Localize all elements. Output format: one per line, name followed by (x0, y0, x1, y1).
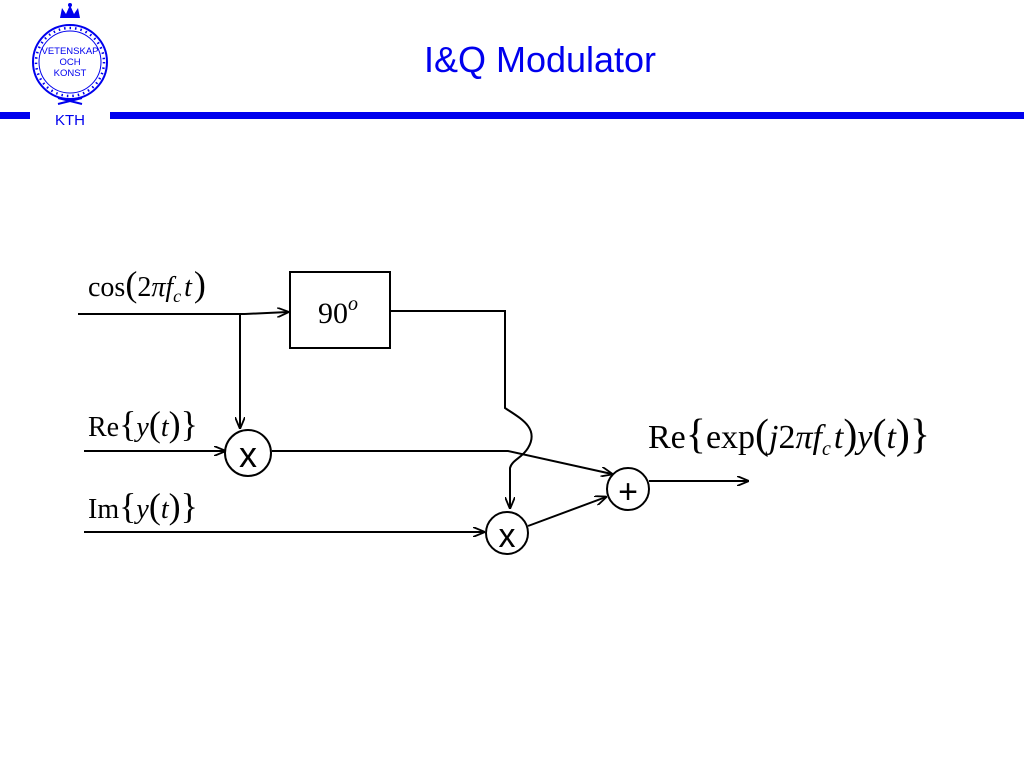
kth-logo: VETENSKAP OCH KONST KTH (32, 3, 108, 128)
phase-to-q-mixer-wire (390, 310, 533, 508)
carrier-to-phase-wire (244, 312, 288, 314)
header-rule (0, 112, 1024, 119)
header-rule-gap (30, 106, 110, 128)
i-mixer-symbol: x (239, 434, 257, 475)
q-input-label: Im{y(t)} (88, 486, 198, 526)
logo-name: KTH (55, 112, 85, 128)
i-input-label: Re{y(t)} (88, 404, 198, 444)
q-mixer-symbol: x (499, 517, 516, 555)
adder (606, 467, 650, 511)
i-mixer (224, 429, 272, 477)
slide-title: I&Q Modulator (423, 39, 657, 80)
logo-line-3: KONST (54, 68, 87, 79)
q-mixer-to-adder-wire (527, 497, 606, 527)
phase-shift-label: 90o (318, 293, 358, 330)
output-label: Re{exp(j2πfct)y(t)} (648, 412, 930, 460)
crown-seal-icon (32, 3, 108, 105)
adder-symbol: + (618, 473, 638, 511)
logo-line-1: VETENSKAP (41, 46, 98, 57)
logo-line-2: OCH (59, 57, 80, 68)
q-mixer (485, 511, 529, 555)
i-mixer-to-adder-wire (272, 450, 612, 474)
